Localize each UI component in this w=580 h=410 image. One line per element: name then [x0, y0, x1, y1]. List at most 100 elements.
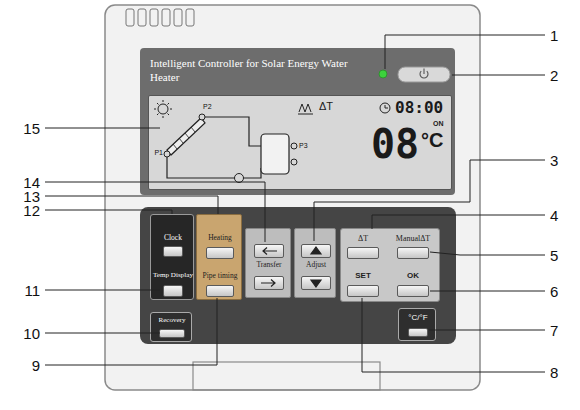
recovery-group: Recovery	[150, 312, 192, 342]
leader-line	[45, 182, 265, 242]
hot-pipe	[205, 117, 261, 146]
leader-line	[45, 333, 160, 334]
setting-group: ΔT ManualΔT SET OK	[340, 228, 440, 302]
sensor	[291, 143, 297, 149]
leader-line	[452, 75, 545, 76]
leader-line	[45, 290, 160, 291]
push-button	[206, 285, 234, 297]
panel-title: Intelligent Controller for Solar Energy …	[150, 57, 365, 85]
key-label: Temp Display	[153, 272, 193, 279]
push-button	[206, 247, 234, 259]
push-button	[163, 285, 183, 297]
leader-line	[45, 128, 160, 129]
arrow-symbol	[255, 245, 283, 257]
solar-collector	[167, 118, 205, 155]
arrow-symbol	[255, 277, 283, 289]
push-button	[408, 328, 428, 337]
callout-number: 12	[23, 203, 40, 218]
lcd-readout: °C	[421, 130, 443, 150]
push-button	[254, 244, 284, 258]
callout-number: 14	[23, 175, 40, 190]
leader-line	[45, 196, 218, 214]
sensor	[164, 151, 170, 157]
callout-number: 7	[550, 323, 558, 338]
key-label: Clock	[164, 234, 182, 242]
push-button	[254, 276, 284, 290]
callout-number: 15	[23, 121, 40, 136]
callout-number: 6	[550, 284, 558, 299]
key-label: Adjust	[306, 261, 326, 269]
adjust-group: Adjust	[294, 228, 336, 298]
sensor-label: P1	[154, 149, 163, 156]
sensor	[291, 159, 297, 165]
housing	[105, 5, 480, 390]
tank	[261, 134, 289, 174]
power-icon	[420, 69, 428, 79]
arrow-symbol	[311, 280, 321, 287]
leader-line	[385, 35, 545, 69]
push-button	[301, 244, 331, 258]
lcd-readout: 08:00	[395, 100, 443, 116]
callout-number: 8	[550, 365, 558, 380]
leader-line	[429, 330, 545, 331]
push-button	[159, 329, 185, 338]
push-button	[163, 246, 183, 257]
key-label: OK	[407, 272, 419, 280]
arrow-symbol	[302, 277, 330, 289]
vents	[126, 9, 194, 26]
arrow-symbol	[263, 248, 277, 255]
push-button	[301, 276, 331, 290]
collector-tubes	[173, 127, 195, 149]
heater-icon	[298, 104, 313, 114]
key-label: °C/°F	[408, 314, 427, 322]
keypad-panel	[140, 207, 456, 344]
callout-number: 13	[23, 189, 40, 204]
unit-group: °C/°F	[398, 308, 436, 341]
heating-group: HeatingPipe timing	[196, 214, 242, 300]
push-button	[397, 285, 429, 297]
callout-number: 4	[550, 208, 558, 223]
cold-pipe	[167, 157, 261, 178]
callout-number: 1	[550, 28, 558, 43]
push-button	[397, 247, 429, 259]
arrow-symbol	[311, 247, 321, 254]
leader-line	[372, 215, 545, 229]
push-button	[347, 247, 379, 259]
sensor-label: P2	[203, 103, 212, 110]
arrow-symbol	[302, 245, 330, 257]
leader-line	[362, 298, 545, 372]
leader-line	[314, 160, 545, 241]
clock-group: ClockTemp Display	[150, 214, 194, 300]
power-led	[379, 70, 387, 78]
key-label: ΔT	[358, 235, 368, 243]
push-button	[347, 285, 379, 297]
lcd-readout: ON	[433, 120, 444, 127]
key-label: Heating	[208, 234, 232, 242]
callout-number: 11	[24, 283, 40, 298]
callout-number: 9	[32, 358, 40, 373]
leader-line	[45, 298, 217, 365]
key-label: Recovery	[159, 317, 186, 324]
callout-number: 2	[550, 68, 558, 83]
sensor	[199, 114, 205, 120]
leader-line	[430, 252, 545, 255]
pump	[235, 174, 244, 183]
key-label: ManualΔT	[396, 235, 430, 243]
leader-line	[430, 291, 545, 292]
leader-line	[45, 210, 172, 214]
clock-icon	[380, 103, 390, 113]
sensor-label: P3	[299, 142, 308, 149]
sun-icon	[154, 100, 172, 118]
key-label: Transfer	[256, 261, 281, 269]
key-label: SET	[355, 272, 371, 280]
arrow-symbol	[261, 280, 275, 287]
callout-number: 5	[550, 248, 558, 263]
display-area: Intelligent Controller for Solar Energy …	[140, 48, 455, 195]
callout-number: 10	[23, 326, 40, 341]
key-label: Pipe timing	[203, 272, 238, 280]
lcd-readout: ΔT	[319, 101, 333, 112]
bottom-tab	[193, 362, 380, 390]
transfer-group: Transfer	[245, 228, 291, 298]
callout-number: 3	[550, 153, 558, 168]
